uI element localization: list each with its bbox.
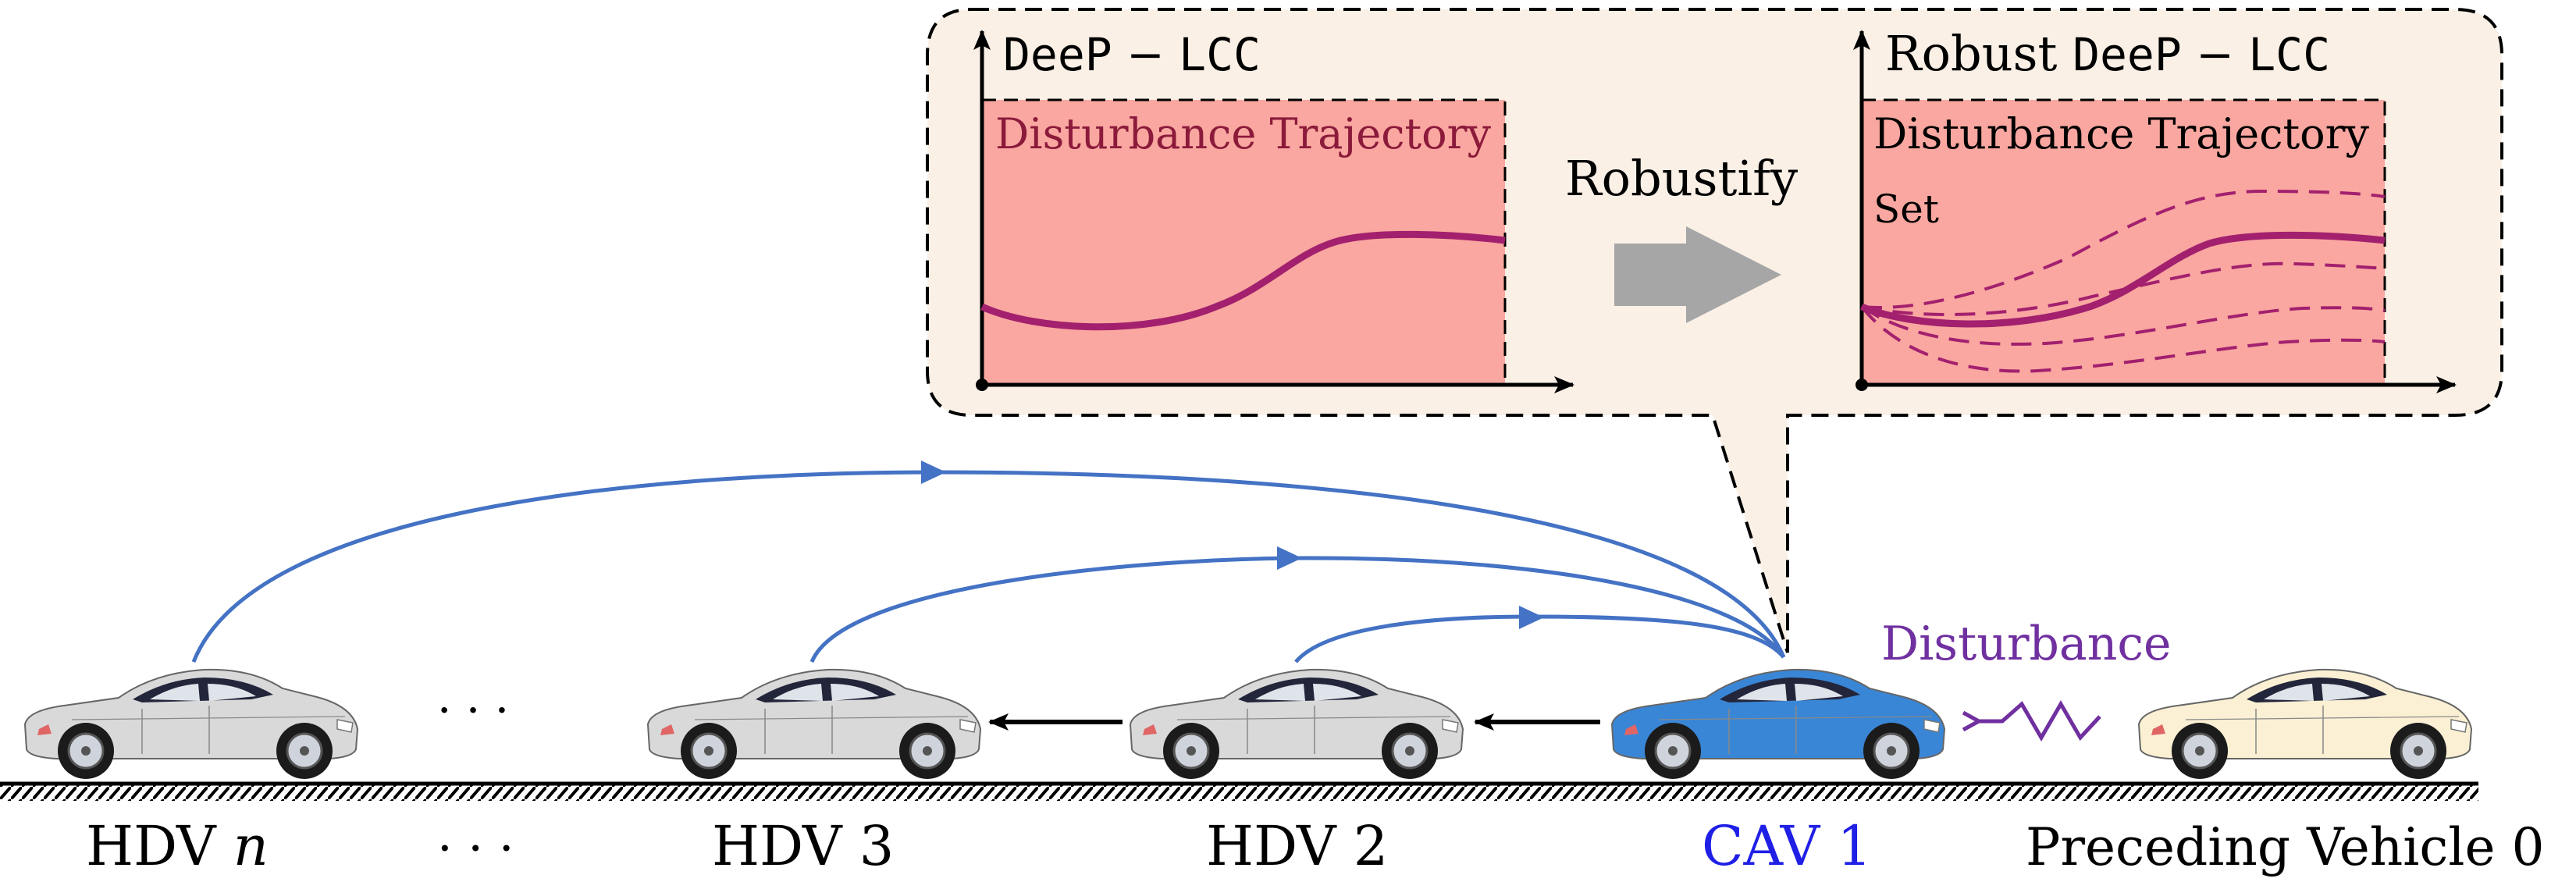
left-plot-region (980, 98, 1507, 386)
comm-link-hdv-3-arrow (1277, 546, 1302, 570)
robustify-arrow: Robustify (1565, 150, 1798, 323)
label-preceding-vehicle: Preceding Vehicle 0 (2026, 817, 2545, 877)
road-hatch (0, 784, 2478, 801)
vehicle-preceding-0 (2137, 668, 2473, 779)
robustify-arrow-shape (1614, 226, 1781, 323)
left-title: DeeP − LCC (1003, 28, 1261, 81)
comm-link-hdv-2-arrow (1519, 606, 1544, 629)
right-plot-region (1860, 98, 2386, 386)
right-title: Robust DeeP − LCC (1885, 25, 2330, 82)
comm-link-hdv-3 (809, 556, 1786, 663)
left-plot: DeeP − LCC Disturbance Trajectory (973, 28, 1574, 393)
communication-links (191, 470, 1786, 663)
left-trajectory (980, 230, 1506, 331)
vehicle-hdv-2 (1129, 668, 1464, 779)
right-inner-label-line1: Disturbance Trajectory (1873, 109, 2369, 158)
comm-link-hdv-2 (1294, 614, 1785, 663)
right-plot: Robust DeeP − LCC Disturbance Trajectory… (1853, 25, 2457, 393)
right-bound-lower (1860, 305, 2386, 373)
right-bound-mid-upper (1861, 261, 2386, 316)
vehicle-hdv-n (23, 668, 359, 779)
label-hdv-2: HDV 2 (1206, 814, 1388, 878)
label-cav-1: CAV 1 (1702, 814, 1872, 878)
comm-link-hdv-n-arrow (921, 461, 946, 484)
comm-link-hdv-n (191, 470, 1786, 663)
vehicle-hdv-3 (646, 668, 982, 779)
robustify-label: Robustify (1565, 150, 1798, 207)
right-bound-upper (1861, 189, 2386, 309)
right-bound-mid-lower (1860, 305, 2386, 346)
left-inner-label: Disturbance Trajectory (995, 109, 1491, 158)
disturbance-label: Disturbance (1881, 617, 2171, 671)
right-trajectory (1860, 231, 2386, 328)
label-hdv-3: HDV 3 (712, 814, 894, 878)
right-inner-label-line2: Set (1873, 187, 1939, 232)
label-hdv-n: HDV n (86, 814, 269, 878)
label-ellipsis: · · · (437, 820, 514, 877)
disturbance-zigzag (1979, 700, 2101, 742)
vehicle-cav-1 (1610, 668, 1946, 779)
mid-ellipsis: · · · (437, 684, 509, 737)
